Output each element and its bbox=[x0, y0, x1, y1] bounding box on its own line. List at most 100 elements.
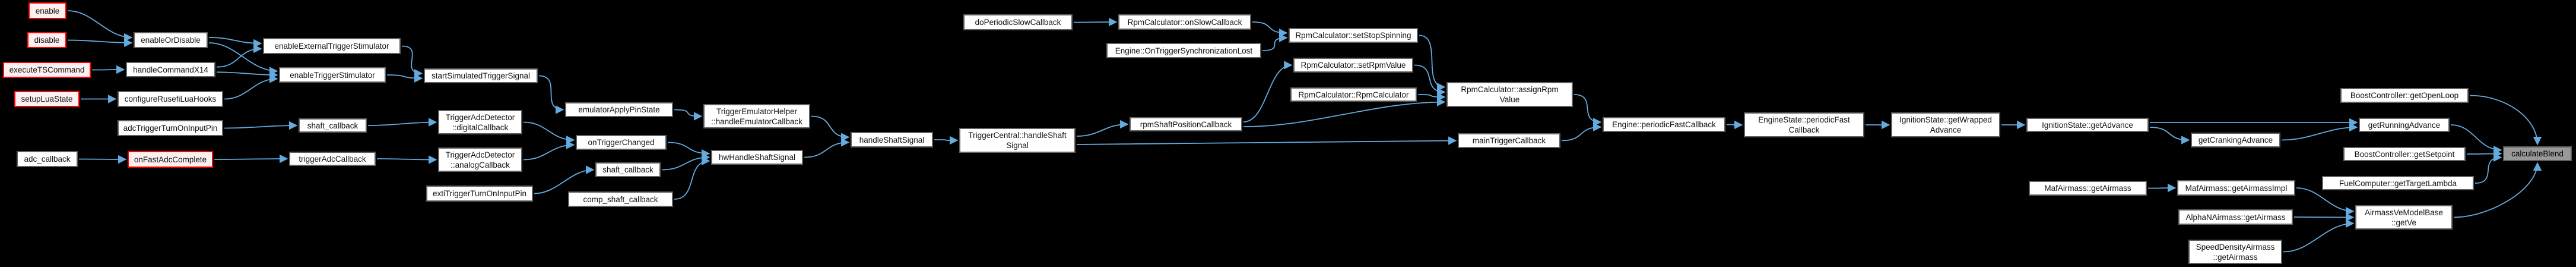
graph-node-label: mainTriggerCallback bbox=[1472, 136, 1546, 145]
graph-node-label: onFastAdcComplete bbox=[134, 155, 207, 164]
graph-node-label: MafAirmass::getAirmass bbox=[2044, 184, 2131, 193]
graph-node-label: AirmassVeModelBase bbox=[2364, 208, 2444, 217]
graph-node-label: adc_callback bbox=[24, 155, 71, 164]
call-edge-trigger_adc_analogCallback-to-onTriggerChanged bbox=[523, 140, 575, 161]
graph-node-label: adcTriggerTurnOnInputPin bbox=[123, 124, 218, 133]
graph-node-label: extiTriggerTurnOnInputPin bbox=[432, 189, 527, 198]
graph-node-label: shaft_callback bbox=[602, 165, 653, 174]
graph-node-label: RpmCalculator::assignRpm bbox=[1461, 85, 1559, 94]
graph-node-extiTriggerTurnOnInputPin[interactable]: extiTriggerTurnOnInputPin bbox=[426, 186, 533, 202]
call-edge-fuel_getTargetLambda-to-calculateBlend bbox=[2475, 153, 2502, 184]
graph-node-label: IgnitionState::getWrapped bbox=[1899, 115, 1992, 124]
graph-node-label: handleShaftSignal bbox=[859, 135, 925, 145]
graph-node-label: ::handleEmulatorCallback bbox=[711, 117, 802, 126]
graph-node-calculateBlend[interactable]: calculateBlend bbox=[2503, 146, 2572, 161]
graph-node-adc_callback[interactable]: adc_callback bbox=[17, 151, 78, 167]
graph-node-label: FuelComputer::getTargetLambda bbox=[2339, 178, 2457, 188]
graph-node-label: triggerAdcCallback bbox=[299, 154, 366, 164]
call-edge-trigger_emulator_handleEmulatorCallback-to-handleShaftSignal bbox=[811, 115, 850, 142]
graph-node-label: getCrankingAdvance bbox=[2198, 136, 2273, 145]
graph-node-handleShaftSignal[interactable]: handleShaftSignal bbox=[851, 132, 933, 147]
graph-node-label: Callback bbox=[1788, 125, 1820, 134]
call-edge-onTriggerChanged-to-hwHandleShaftSignal bbox=[667, 142, 710, 158]
call-edge-boost_getSetpoint-to-calculateBlend bbox=[2466, 149, 2502, 158]
graph-node-setupLuaState[interactable]: setupLuaState bbox=[14, 91, 80, 107]
graph-node-label: comp_shaft_callback bbox=[583, 194, 658, 204]
graph-node-executeTSCommand[interactable]: executeTSCommand bbox=[3, 62, 91, 78]
graph-node-alphaN_getAirmass[interactable]: AlphaNAirmass::getAirmass bbox=[2178, 209, 2293, 225]
call-edge-configureRusefiLuaHooks-to-enableTriggerStimulator bbox=[224, 74, 278, 100]
graph-node-label: ::getVe bbox=[2391, 218, 2417, 227]
graph-node-airmassVeModelBase_getVe[interactable]: AirmassVeModelBase::getVe bbox=[2355, 205, 2453, 230]
graph-node-label: AlphaNAirmass::getAirmass bbox=[2185, 212, 2286, 222]
call-edge-ignitionState_getAdvance-to-getCrankingAdvance bbox=[2149, 127, 2190, 145]
graph-node-handleCommandX14[interactable]: handleCommandX14 bbox=[126, 62, 215, 77]
graph-node-speedDensity_getAirmass[interactable]: SpeedDensityAirmass::getAirmass bbox=[2188, 240, 2282, 264]
graph-node-engine_onTriggerSynchronizationLost[interactable]: Engine::OnTriggerSynchronizationLost bbox=[1106, 43, 1261, 58]
graph-node-ignitionState_getAdvance[interactable]: IgnitionState::getAdvance bbox=[2026, 118, 2149, 132]
graph-node-onTriggerChanged[interactable]: onTriggerChanged bbox=[576, 135, 667, 150]
graph-node-rpm_setRpmValue[interactable]: RpmCalculator::setRpmValue bbox=[1293, 58, 1413, 73]
graph-node-label: SpeedDensityAirmass bbox=[2196, 242, 2275, 252]
graph-node-emulatorApplyPinState[interactable]: emulatorApplyPinState bbox=[565, 102, 673, 117]
graph-node-triggerAdcCallback[interactable]: triggerAdcCallback bbox=[289, 152, 376, 166]
graph-node-getCrankingAdvance[interactable]: getCrankingAdvance bbox=[2191, 133, 2280, 147]
call-edge-boost_getOpenLoop-to-calculateBlend bbox=[2469, 95, 2542, 146]
call-edge-enableOrDisable-to-enableExternalTriggerStimulator bbox=[208, 37, 262, 48]
graph-node-label: TriggerEmulatorHelper bbox=[716, 106, 798, 116]
graph-node-enable[interactable]: enable bbox=[28, 2, 66, 19]
graph-node-shaft_callback_2[interactable]: shaft_callback bbox=[595, 162, 661, 177]
graph-node-label: ::analogCallback bbox=[451, 160, 510, 169]
graph-node-boost_getOpenLoop[interactable]: BoostController::getOpenLoop bbox=[2340, 88, 2469, 103]
graph-node-rpm_RpmCalculator[interactable]: RpmCalculator::RpmCalculator bbox=[1290, 87, 1417, 102]
graph-node-trigger_adc_digitalCallback[interactable]: TriggerAdcDetector::digitalCallback bbox=[438, 110, 522, 134]
graph-node-label: disable bbox=[34, 36, 60, 45]
graph-node-doPeriodicSlowCallback[interactable]: doPeriodicSlowCallback bbox=[963, 14, 1073, 30]
graph-node-engine_periodicFastCallback[interactable]: Engine::periodicFastCallback bbox=[1603, 117, 1725, 132]
graph-node-trigger_adc_analogCallback[interactable]: TriggerAdcDetector::analogCallback bbox=[438, 147, 522, 172]
graph-node-shaft_callback_1[interactable]: shaft_callback bbox=[299, 118, 367, 133]
graph-node-rpmShaftPositionCallback[interactable]: rpmShaftPositionCallback bbox=[1130, 117, 1242, 131]
call-edge-enableTriggerStimulator-to-startSimulatedTriggerSignal bbox=[386, 74, 423, 83]
graph-node-onFastAdcComplete[interactable]: onFastAdcComplete bbox=[128, 151, 213, 168]
call-edge-mainTriggerCallback-to-engine_periodicFastCallback bbox=[1561, 122, 1602, 142]
graph-node-label: hwHandleShaftSignal bbox=[718, 153, 796, 162]
graph-node-trigger_emulator_handleEmulatorCallback[interactable]: TriggerEmulatorHelper::handleEmulatorCal… bbox=[703, 104, 810, 128]
graph-node-label: MafAirmass::getAirmassImpl bbox=[2185, 183, 2288, 193]
graph-node-label: onTriggerChanged bbox=[588, 138, 655, 147]
graph-node-boost_getSetpoint[interactable]: BoostController::getSetpoint bbox=[2343, 147, 2466, 161]
call-edge-rpm_assignRpmValue-to-engine_periodicFastCallback bbox=[1573, 94, 1602, 127]
graph-node-enableTriggerStimulator[interactable]: enableTriggerStimulator bbox=[279, 67, 386, 83]
graph-node-maf_getAirmassImpl[interactable]: MafAirmass::getAirmassImpl bbox=[2177, 180, 2295, 196]
graph-node-label: Value bbox=[1499, 95, 1520, 104]
graph-node-label: startSimulatedTriggerSignal bbox=[431, 71, 531, 80]
graph-node-comp_shaft_callback[interactable]: comp_shaft_callback bbox=[568, 191, 673, 207]
graph-node-label: BoostController::getSetpoint bbox=[2354, 149, 2455, 159]
graph-node-fuel_getTargetLambda[interactable]: FuelComputer::getTargetLambda bbox=[2322, 176, 2474, 190]
graph-node-adcTriggerTurnOnInputPin[interactable]: adcTriggerTurnOnInputPin bbox=[118, 120, 223, 136]
call-edge-triggerCentral_handleShaftSignal-to-rpmShaftPositionCallback bbox=[1076, 120, 1129, 137]
graph-node-label: doPeriodicSlowCallback bbox=[975, 18, 1061, 27]
graph-node-getRunningAdvance[interactable]: getRunningAdvance bbox=[2359, 118, 2450, 132]
graph-node-label: executeTSCommand bbox=[9, 65, 85, 74]
graph-node-enableOrDisable[interactable]: enableOrDisable bbox=[134, 32, 208, 48]
graph-node-startSimulatedTriggerSignal[interactable]: startSimulatedTriggerSignal bbox=[424, 68, 538, 83]
graph-node-maf_getAirmass[interactable]: MafAirmass::getAirmass bbox=[2029, 181, 2147, 196]
graph-node-hwHandleShaftSignal[interactable]: hwHandleShaftSignal bbox=[711, 150, 803, 165]
call-edge-startSimulatedTriggerSignal-to-emulatorApplyPinState bbox=[538, 75, 564, 114]
graph-node-disable[interactable]: disable bbox=[27, 32, 66, 48]
call-edge-triggerCentral_handleShaftSignal-to-mainTriggerCallback bbox=[1076, 136, 1457, 145]
graph-node-rpm_onSlowCallback[interactable]: RpmCalculator::onSlowCallback bbox=[1118, 14, 1251, 30]
graph-node-configureRusefiLuaHooks[interactable]: configureRusefiLuaHooks bbox=[118, 91, 223, 107]
graph-node-label: RpmCalculator::onSlowCallback bbox=[1127, 17, 1242, 27]
graph-node-enableExternalTriggerStimulator[interactable]: enableExternalTriggerStimulator bbox=[263, 38, 401, 54]
graph-node-mainTriggerCallback[interactable]: mainTriggerCallback bbox=[1458, 133, 1560, 148]
call-edge-adcTriggerTurnOnInputPin-to-shaft_callback_1 bbox=[224, 121, 298, 130]
call-edge-maf_getAirmassImpl-to-airmassVeModelBase_getVe bbox=[2296, 187, 2355, 216]
graph-node-rpm_setStopSpinning[interactable]: RpmCalculator::setStopSpinning bbox=[1289, 28, 1418, 43]
graph-node-label: setupLuaState bbox=[21, 95, 73, 103]
